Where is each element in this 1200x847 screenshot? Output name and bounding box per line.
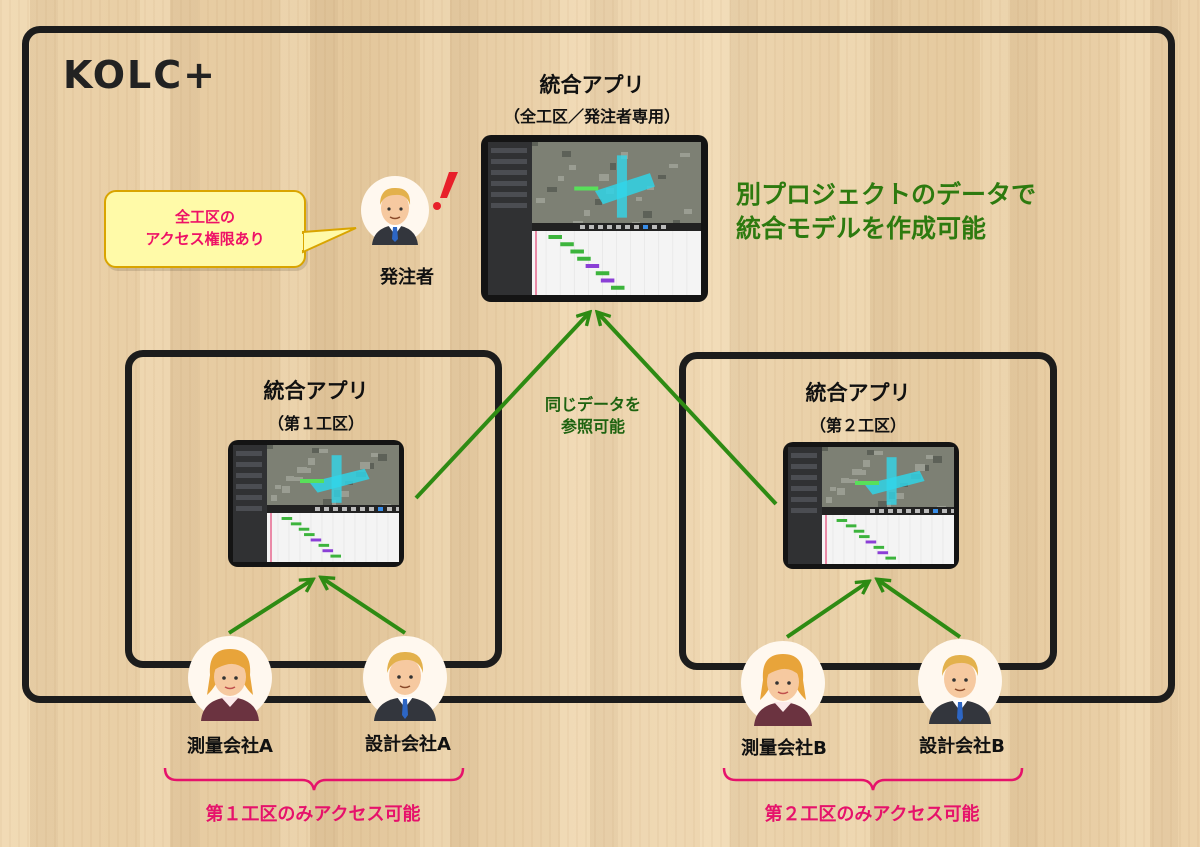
outer-frame: [22, 26, 1175, 703]
tablet-top: [481, 135, 708, 302]
highlight-text: 別プロジェクトのデータで 統合モデルを作成可能: [736, 178, 1036, 246]
top-app-title: 統合アプリ: [539, 73, 645, 97]
design-a-label: 設計会社A: [365, 734, 451, 755]
tablet-zone2: [783, 442, 959, 569]
zone2-app-subtitle: （第２工区）: [809, 416, 906, 435]
access-b-label: 第２工区のみアクセス可能: [764, 804, 980, 825]
avatar-design-b: [918, 639, 1002, 724]
avatar-orderer: [361, 176, 429, 245]
kolc-logo: KOLC+: [63, 53, 217, 97]
avatar-survey-a: [188, 636, 272, 721]
zone2-frame: [679, 352, 1057, 670]
brace-b: [722, 767, 1024, 791]
brace-a: [163, 767, 465, 791]
bubble-line1: 全工区の: [174, 208, 235, 227]
survey-b-label: 測量会社B: [741, 738, 827, 759]
shared-line1: 同じデータを: [544, 395, 641, 414]
avatar-survey-b: [741, 641, 825, 726]
tablet-zone1: [228, 440, 404, 567]
zone1-app-title: 統合アプリ: [263, 379, 369, 403]
shared-data-label: 同じデータを 参照可能: [518, 394, 668, 439]
zone1-app-subtitle: （第１工区）: [267, 414, 364, 433]
bubble-line2: アクセス権限あり: [145, 230, 265, 248]
orderer-label: 発注者: [380, 267, 434, 288]
survey-a-label: 測量会社A: [187, 736, 273, 757]
avatar-design-a: [363, 636, 447, 721]
access-a-label: 第１工区のみアクセス可能: [205, 804, 421, 825]
shared-line2: 参照可能: [560, 417, 625, 437]
highlight-line1: 別プロジェクトのデータで: [736, 180, 1037, 209]
zone1-frame: [125, 350, 502, 668]
top-app-subtitle: （全工区／発注者専用）: [503, 107, 680, 126]
zone2-app-title: 統合アプリ: [805, 381, 911, 405]
access-bubble: 全工区の アクセス権限あり: [104, 190, 306, 268]
design-b-label: 設計会社B: [919, 736, 1005, 757]
highlight-line2: 統合モデルを作成可能: [736, 213, 987, 243]
